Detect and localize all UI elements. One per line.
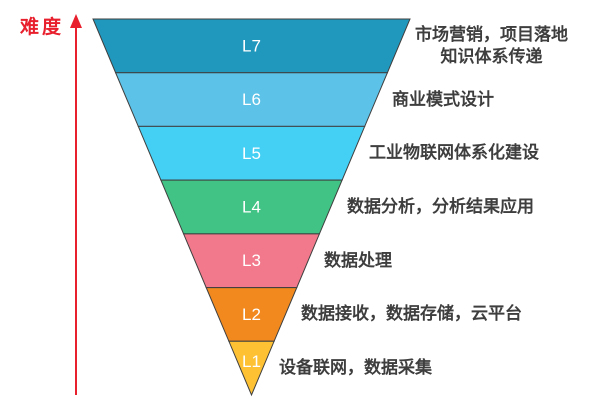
annotation-line: 数据分析，分析结果应用 [347,197,534,216]
segment-label-L3: L3 [242,251,261,270]
annotation-line: 市场营销，项目落地 [415,25,568,44]
segment-label-L2: L2 [242,305,261,324]
annotation-line: 知识体系传递 [440,47,543,66]
annotation-L7: 市场营销，项目落地知识体系传递 [415,24,568,68]
up-arrow-icon [70,14,82,28]
annotation-L3: 数据处理 [324,250,392,272]
difficulty-axis-label: 难度 [20,17,65,38]
funnel-segment-L1 [228,340,275,397]
annotation-L5: 工业物联网体系化建设 [369,142,539,164]
annotation-line: 数据接收，数据存储，云平台 [301,304,522,323]
segment-label-L1: L1 [242,352,261,371]
annotation-L4: 数据分析，分析结果应用 [347,196,534,218]
segment-label-L4: L4 [242,198,261,217]
annotation-line: 设备联网，数据采集 [279,358,432,377]
segment-label-L7: L7 [242,36,261,55]
annotation-line: 数据处理 [324,251,392,270]
segment-label-L5: L5 [242,144,261,163]
annotation-L1: 设备联网，数据采集 [279,357,432,379]
annotation-L6: 商业模式设计 [392,89,494,111]
annotation-L2: 数据接收，数据存储，云平台 [301,303,522,325]
annotation-line: 商业模式设计 [392,90,494,109]
annotation-line: 工业物联网体系化建设 [369,143,539,162]
segment-label-L6: L6 [242,90,261,109]
difficulty-axis-arrow-line [75,27,77,395]
